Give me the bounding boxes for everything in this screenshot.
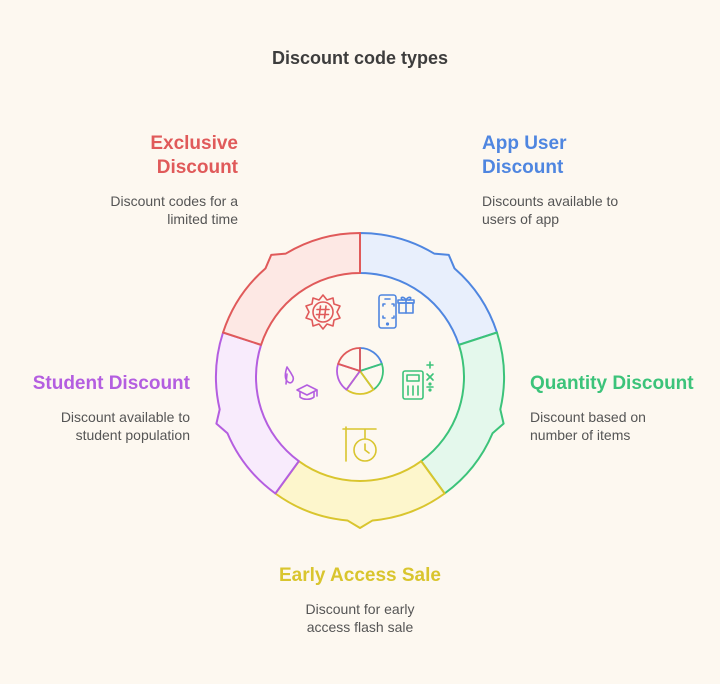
early-heading-line-1: Early Access Sale [279, 565, 441, 586]
quantity-desc-line-1: Discount based on [530, 409, 646, 425]
app-heading-line-2: Discount [482, 157, 564, 178]
app-heading-line-1: App User [482, 133, 567, 154]
quantity-heading-line-1: Quantity Discount [530, 373, 694, 394]
calculator-icon [402, 361, 434, 400]
quantity-discount-description: Discount based on number of items [530, 408, 715, 444]
student-heading-line-1: Student Discount [32, 373, 190, 394]
exclusive-discount-heading: Exclusive Discount [38, 132, 238, 180]
diagram-title: Discount code types [271, 48, 449, 68]
early-desc-line-1: Discount for early [305, 601, 415, 617]
exclusive-desc-line-2: limited time [167, 211, 238, 227]
quantity-desc-line-2: number of items [530, 427, 631, 443]
ring-segment-quantity [420, 331, 505, 495]
student-discount-description: Discount available to student population [0, 408, 190, 444]
hashtag-badge-icon [305, 294, 341, 330]
exclusive-desc-line-1: Discount codes for a [110, 193, 238, 209]
student-desc-line-1: Discount available to [60, 409, 190, 425]
exclusive-heading-line-1: Exclusive [150, 133, 238, 154]
quantity-discount-heading: Quantity Discount [530, 372, 715, 396]
clock-sign-icon [342, 426, 377, 462]
early-access-sale-description: Discount for early access flash sale [210, 600, 510, 636]
app-user-discount-description: Discounts available to users of app [482, 192, 702, 228]
graduation-cap-icon [284, 366, 318, 401]
early-access-sale-heading: Early Access Sale [210, 564, 510, 588]
pie-chart-icon [336, 347, 384, 395]
student-discount-heading: Student Discount [0, 372, 190, 396]
exclusive-discount-description: Discount codes for a limited time [38, 192, 238, 228]
exclusive-heading-line-2: Discount [156, 157, 238, 178]
app-desc-line-2: users of app [482, 211, 560, 227]
pie-slice-exclusive [337, 347, 361, 372]
app-desc-line-1: Discounts available to [482, 193, 619, 209]
ring-segment-early [274, 460, 446, 529]
early-desc-line-2: access flash sale [306, 619, 414, 635]
ring-segment-exclusive [222, 232, 361, 346]
app-user-discount-heading: App User Discount [482, 132, 702, 180]
ring-segment-student [215, 331, 300, 495]
phone-gift-icon [378, 294, 415, 329]
student-desc-line-2: student population [75, 427, 190, 443]
ring-segments [215, 232, 505, 529]
